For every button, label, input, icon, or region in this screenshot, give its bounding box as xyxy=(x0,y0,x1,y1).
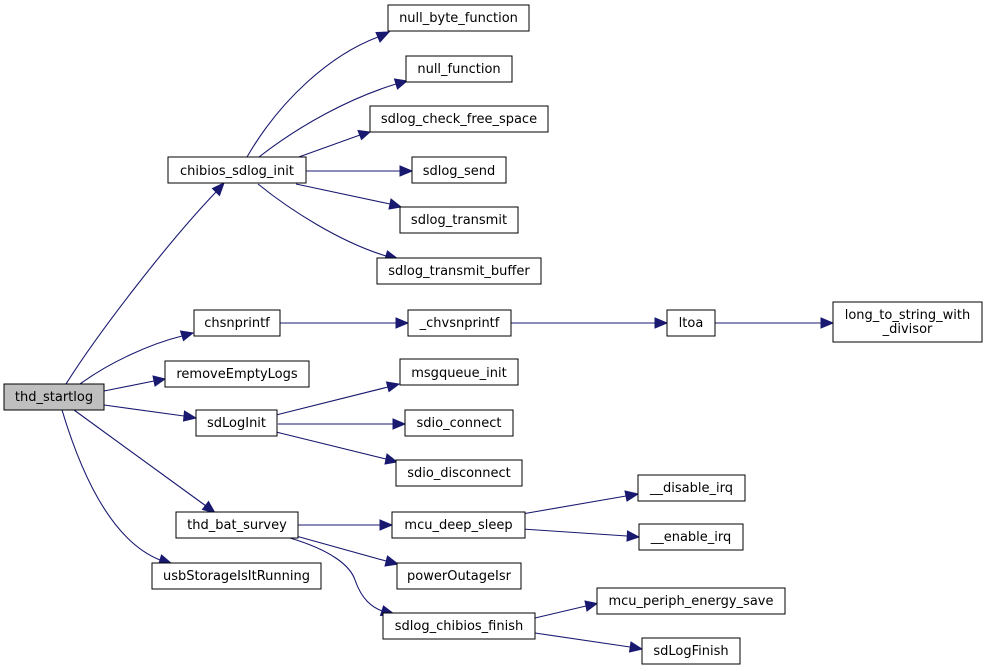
node-sdLogFinish[interactable]: sdLogFinish xyxy=(641,637,741,665)
node-label-line1: long_to_string_with xyxy=(845,308,971,323)
node-label: powerOutageIsr xyxy=(407,569,512,584)
node-removeEmptyLogs[interactable]: removeEmptyLogs xyxy=(164,360,310,388)
node-thd_bat_survey[interactable]: thd_bat_survey xyxy=(175,511,299,539)
node-mcu_periph_energy_save[interactable]: mcu_periph_energy_save xyxy=(596,587,786,615)
node-sdlog_send[interactable]: sdlog_send xyxy=(411,156,507,184)
node-label: thd_startlog xyxy=(15,390,93,405)
edge-chibios_sdlog_init-to-null_byte_function xyxy=(246,31,391,158)
node-chibios_sdlog_init[interactable]: chibios_sdlog_init xyxy=(167,156,307,184)
edge-chibios_sdlog_init-to-null_function xyxy=(258,78,409,158)
node-ltoa[interactable]: ltoa xyxy=(666,309,716,337)
node-label: __enable_irq xyxy=(650,530,732,545)
node-sdlog_check_free_space[interactable]: sdlog_check_free_space xyxy=(369,105,549,133)
node-label: sdLogInit xyxy=(207,416,266,431)
edge-chibios_sdlog_init-to-sdlog_send xyxy=(306,165,414,177)
node-label: _chvsnprintf xyxy=(419,316,500,331)
node-label: sdLogFinish xyxy=(653,644,728,659)
node-label: sdlog_check_free_space xyxy=(381,112,537,127)
edge-sdlog_chibios_finish-to-mcu_periph_energy_save xyxy=(534,600,599,619)
node-label: removeEmptyLogs xyxy=(176,367,298,382)
node-label: null_byte_function xyxy=(399,11,518,26)
node-__enable_irq[interactable]: __enable_irq xyxy=(638,523,744,551)
node-sdio_connect[interactable]: sdio_connect xyxy=(404,409,514,437)
node-label: thd_bat_survey xyxy=(187,518,287,533)
node-chsnprintf[interactable]: chsnprintf xyxy=(193,309,281,337)
edge-mcu_deep_sleep-to-__enable_irq xyxy=(521,528,641,542)
node-sdlog_chibios_finish[interactable]: sdlog_chibios_finish xyxy=(382,612,536,640)
edge-thd_startlog-to-usbStorageIsItRunning xyxy=(61,409,174,566)
node-label: chsnprintf xyxy=(204,316,270,331)
edge-mcu_deep_sleep-to-__disable_irq xyxy=(521,490,640,515)
node-_chvsnprintf[interactable]: _chvsnprintf xyxy=(407,309,512,337)
edge-sdlog_chibios_finish-to-sdLogFinish xyxy=(534,632,644,653)
edge-chibios_sdlog_init-to-sdlog_check_free_space xyxy=(295,129,372,159)
node-label: mcu_deep_sleep xyxy=(404,518,512,533)
node-label: ltoa xyxy=(679,316,704,331)
node-mcu_deep_sleep[interactable]: mcu_deep_sleep xyxy=(391,511,526,539)
node-thd_startlog[interactable]: thd_startlog xyxy=(3,383,105,411)
edge-chibios_sdlog_init-to-sdlog_transmit xyxy=(295,183,403,210)
node-sdio_disconnect[interactable]: sdio_disconnect xyxy=(395,459,523,487)
node-label: sdio_disconnect xyxy=(407,466,511,481)
node-label: __disable_irq xyxy=(649,481,733,496)
node-sdLogInit[interactable]: sdLogInit xyxy=(195,409,278,437)
edge-sdLogInit-to-msgqueue_init xyxy=(275,381,401,416)
edge-thd_startlog-to-chibios_sdlog_init xyxy=(65,182,225,385)
edge-thd_startlog-to-thd_bat_survey xyxy=(73,409,217,514)
node-label: sdlog_transmit_buffer xyxy=(388,264,530,279)
node-powerOutageIsr[interactable]: powerOutageIsr xyxy=(396,562,522,590)
edge-thd_startlog-to-removeEmptyLogs xyxy=(103,375,167,392)
edge-thd_startlog-to-sdLogInit xyxy=(103,404,198,422)
node-null_function[interactable]: null_function xyxy=(405,55,513,83)
node-label: chibios_sdlog_init xyxy=(180,164,294,179)
edge-thd_bat_survey-to-powerOutageIsr xyxy=(295,535,400,567)
edge-chsnprintf-to-_chvsnprintf xyxy=(280,317,410,329)
node-label: usbStorageIsItRunning xyxy=(163,569,310,584)
edge-_chvsnprintf-to-ltoa xyxy=(511,317,669,329)
node-__disable_irq[interactable]: __disable_irq xyxy=(637,474,746,502)
node-usbStorageIsItRunning[interactable]: usbStorageIsItRunning xyxy=(151,562,322,590)
node-label: null_function xyxy=(417,62,500,77)
edge-chibios_sdlog_init-to-sdlog_transmit_buffer xyxy=(257,183,400,262)
node-sdlog_transmit[interactable]: sdlog_transmit xyxy=(399,206,519,234)
node-msgqueue_init[interactable]: msgqueue_init xyxy=(399,358,519,386)
edge-thd_startlog-to-chsnprintf xyxy=(79,330,195,385)
node-label: sdlog_send xyxy=(423,164,496,179)
edge-sdLogInit-to-sdio_connect xyxy=(278,418,407,430)
edge-ltoa-to-long_to_string xyxy=(715,317,835,329)
node-label: sdlog_transmit xyxy=(411,213,507,228)
node-sdlog_transmit_buffer[interactable]: sdlog_transmit_buffer xyxy=(376,257,542,285)
edge-sdLogInit-to-sdio_disconnect xyxy=(275,431,399,465)
node-long_to_string_with_divisor[interactable]: long_to_string_with _divisor xyxy=(832,301,983,343)
node-label: sdio_connect xyxy=(417,416,502,431)
node-label: mcu_periph_energy_save xyxy=(609,594,774,609)
node-label-line2: _divisor xyxy=(882,322,933,337)
edge-thd_bat_survey-to-mcu_deep_sleep xyxy=(298,519,394,531)
node-null_byte_function[interactable]: null_byte_function xyxy=(387,4,530,32)
node-label: msgqueue_init xyxy=(411,366,506,381)
node-label: sdlog_chibios_finish xyxy=(395,619,523,634)
